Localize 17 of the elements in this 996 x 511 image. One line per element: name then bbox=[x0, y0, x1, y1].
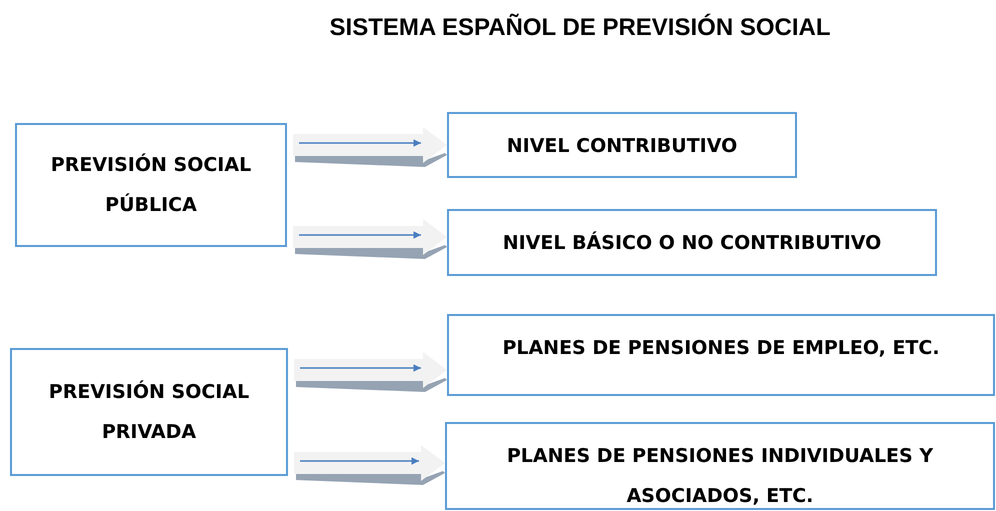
box-label: PREVISIÓN SOCIAL PÚBLICA bbox=[50, 152, 252, 218]
block-arrow bbox=[293, 219, 447, 259]
block-arrow bbox=[294, 352, 447, 392]
diagram-title: SISTEMA ESPAÑOL DE PREVISIÓN SOCIAL bbox=[328, 14, 832, 42]
text-box bbox=[447, 112, 797, 178]
box-label: PLANES DE PENSIONES DE EMPLEO, ETC. bbox=[502, 336, 940, 361]
block-arrow bbox=[293, 127, 447, 167]
block-arrow bbox=[294, 445, 445, 485]
text-box bbox=[447, 209, 937, 276]
text-box bbox=[445, 422, 995, 510]
box-label: PLANES DE PENSIONES INDIVIDUALES Y ASOCIADOS, ETC. bbox=[506, 444, 934, 509]
text-box bbox=[15, 123, 287, 247]
text-box bbox=[447, 314, 995, 396]
box-label: NIVEL BÁSICO O NO CONTRIBUTIVO bbox=[502, 230, 882, 256]
text-box bbox=[10, 348, 288, 476]
box-label: PREVISIÓN SOCIAL PRIVADA bbox=[48, 379, 250, 445]
box-label: NIVEL CONTRIBUTIVO bbox=[506, 134, 738, 159]
